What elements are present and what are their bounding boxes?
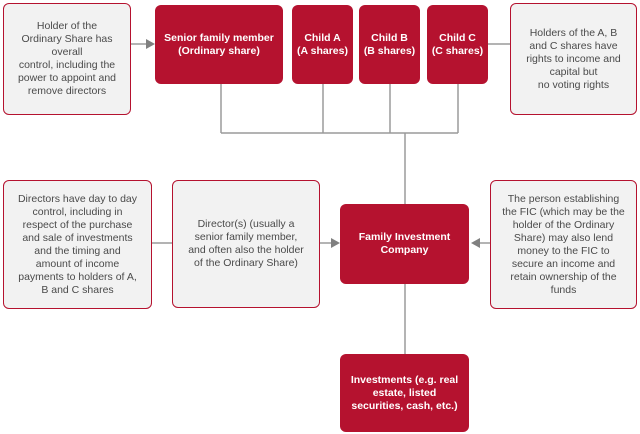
note-directors-role: Directors have day to day control, inclu… <box>3 180 152 309</box>
node-child-c: Child C (C shares) <box>427 5 488 84</box>
node-child-a-label: Child A (A shares) <box>297 31 348 57</box>
node-family-investment-company: Family Investment Company <box>340 204 469 284</box>
node-investments-label: Investments (e.g. real estate, listed se… <box>350 373 459 412</box>
arrowhead-left-icon <box>471 238 480 248</box>
node-child-b-label: Child B (B shares) <box>363 31 416 57</box>
node-investments: Investments (e.g. real estate, listed se… <box>340 354 469 432</box>
note-abc-holders-text: Holders of the A, B and C shares have ri… <box>526 26 621 91</box>
node-senior-family-member: Senior family member (Ordinary share) <box>155 5 283 84</box>
node-child-b: Child B (B shares) <box>359 5 420 84</box>
arrowhead-right-icon <box>146 39 155 49</box>
node-family-investment-company-label: Family Investment Company <box>358 231 451 256</box>
note-directors-who: Director(s) (usually a senior family mem… <box>172 180 320 308</box>
note-lender-text: The person establishing the FIC (which m… <box>502 192 625 296</box>
note-directors-role-text: Directors have day to day control, inclu… <box>17 192 138 296</box>
note-ordinary-holder-text: Holder of the Ordinary Share has overall… <box>17 20 117 97</box>
note-abc-holders: Holders of the A, B and C shares have ri… <box>510 3 637 115</box>
node-child-a: Child A (A shares) <box>292 5 353 84</box>
node-senior-family-member-label: Senior family member (Ordinary share) <box>164 31 274 57</box>
node-child-c-label: Child C (C shares) <box>431 31 484 57</box>
note-ordinary-holder: Holder of the Ordinary Share has overall… <box>3 3 131 115</box>
note-directors-who-text: Director(s) (usually a senior family mem… <box>188 218 304 269</box>
arrowhead-right-icon <box>331 238 340 248</box>
note-lender: The person establishing the FIC (which m… <box>490 180 637 309</box>
